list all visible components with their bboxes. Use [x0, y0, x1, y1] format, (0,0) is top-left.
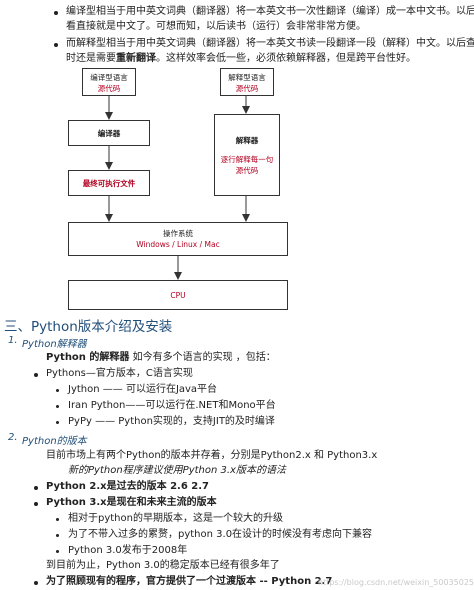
list-item-cpython: Pythons—官方版本，C语言实现	[46, 368, 193, 379]
list-item-ironpython: Iran Python——可以运行在.NET和Mono平台	[68, 400, 276, 411]
subsection-2-title: Python的版本	[22, 436, 87, 447]
interpreter-exec-line1: 逐行解释每一句	[220, 155, 274, 164]
compiler-label: 编译器	[97, 129, 121, 138]
bullet	[34, 581, 38, 585]
bullet	[34, 373, 38, 377]
paragraph-interpreted-line1: 而解释型相当于用中英文词典（翻译器）将一本英文书读一段翻译一段（解释）中文。以后…	[66, 38, 474, 49]
stable-version-note: 到目前为止，Python 3.0的稳定版本已经有很多年了	[46, 560, 280, 571]
text-bold: 重新翻译	[116, 53, 156, 64]
final-executable-label: 最终可执行文件	[82, 179, 136, 188]
interpreter-intro: Python 的解释器 如今有多个语言的实现 ，包括：	[46, 350, 276, 365]
bullet	[56, 518, 59, 521]
text: 。这样效率会低一些，必须依赖解释器，但是跨平台性好。	[156, 53, 416, 64]
paragraph-interpreted-line2: 时还是需要重新翻译。这样效率会低一些，必须依赖解释器，但是跨平台性好。	[66, 51, 416, 66]
text-bold: Python 的解释器	[46, 352, 130, 363]
interpreter-box: 解释器 逐行解释每一句 源代码	[214, 114, 280, 196]
diagram-arrows	[105, 96, 250, 280]
bullet	[56, 550, 59, 553]
paragraph-compiled-line2: 看直接就是中文了。可想而知，以后读书（运行）会非常非常方便。	[66, 21, 366, 32]
list-item-python3: Python 3.x是现在和未来主流的版本	[46, 497, 217, 508]
cpu-box: CPU	[68, 280, 288, 310]
operating-system-list: Windows / Linux / Mac	[136, 240, 220, 249]
interpreter-exec-line2: 源代码	[235, 166, 259, 175]
bullet	[54, 43, 58, 47]
subsection-1-number: 1.	[8, 335, 18, 346]
compiled-source-box: 编译型语言 源代码	[82, 68, 136, 96]
section-title: 三、Python版本介绍及安装	[4, 319, 173, 335]
list-item-jython: Jython —— 可以运行在Java平台	[68, 384, 218, 395]
subsection-1-title: Python解释器	[22, 339, 87, 350]
versions-line2: 新的Python程序建议使用Python 3.x版本的语法	[68, 465, 286, 476]
compiled-source-label: 源代码	[97, 84, 121, 93]
paragraph-compiled-line1: 编译型相当于用中英文词典（翻译器）将一本英文书一次性翻译（编译）成一本中文书。以…	[66, 6, 474, 17]
list-item-pypy: PyPy —— Python实现的，支持JIT的及时编译	[68, 416, 275, 427]
list-item-transition: 为了照顾现有的程序，官方提供了一个过渡版本 -- Python 2.7	[46, 576, 333, 587]
interpreted-source-box: 解释型语言 源代码	[220, 68, 274, 96]
python3-detail-2: 为了不带入过多的累赘，python 3.0在设计的时候没有考虑向下兼容	[68, 529, 373, 540]
bullet	[56, 421, 59, 424]
bullet	[54, 11, 58, 15]
bullet	[56, 389, 59, 392]
bullet	[56, 534, 59, 537]
cpu-label: CPU	[170, 291, 186, 300]
bullet	[56, 405, 59, 408]
watermark: https://blog.csdn.net/weixin_50035025	[318, 578, 474, 587]
interpreter-label: 解释器	[235, 136, 259, 145]
operating-system-label: 操作系统	[163, 229, 193, 238]
text: 如今有多个语言的实现 ，包括：	[129, 352, 276, 363]
interpreted-source-label: 源代码	[235, 84, 259, 93]
list-item-python2: Python 2.x是过去的版本 2.6 2.7	[46, 481, 210, 492]
subsection-2-number: 2.	[8, 432, 18, 443]
text: 时还是需要	[66, 53, 116, 64]
interpreted-language-label: 解释型语言	[228, 73, 266, 82]
operating-system-box: 操作系统 Windows / Linux / Mac	[68, 222, 288, 256]
compiled-language-label: 编译型语言	[90, 73, 128, 82]
compiler-box: 编译器	[68, 120, 150, 146]
diagram: 编译型语言 源代码 编译器 最终可执行文件 解释型语言 源代码 解释器 逐行解释…	[68, 68, 288, 310]
versions-line1: 目前市场上有两个Python的版本并存着，分别是Python2.x 和 Pyth…	[46, 450, 378, 461]
bullet	[34, 486, 38, 490]
python3-detail-3: Python 3.0发布于2008年	[68, 545, 188, 556]
executable-box: 最终可执行文件	[68, 170, 150, 196]
python3-detail-1: 相对于python的早期版本，这是一个较大的升级	[68, 513, 283, 524]
bullet	[34, 502, 38, 506]
